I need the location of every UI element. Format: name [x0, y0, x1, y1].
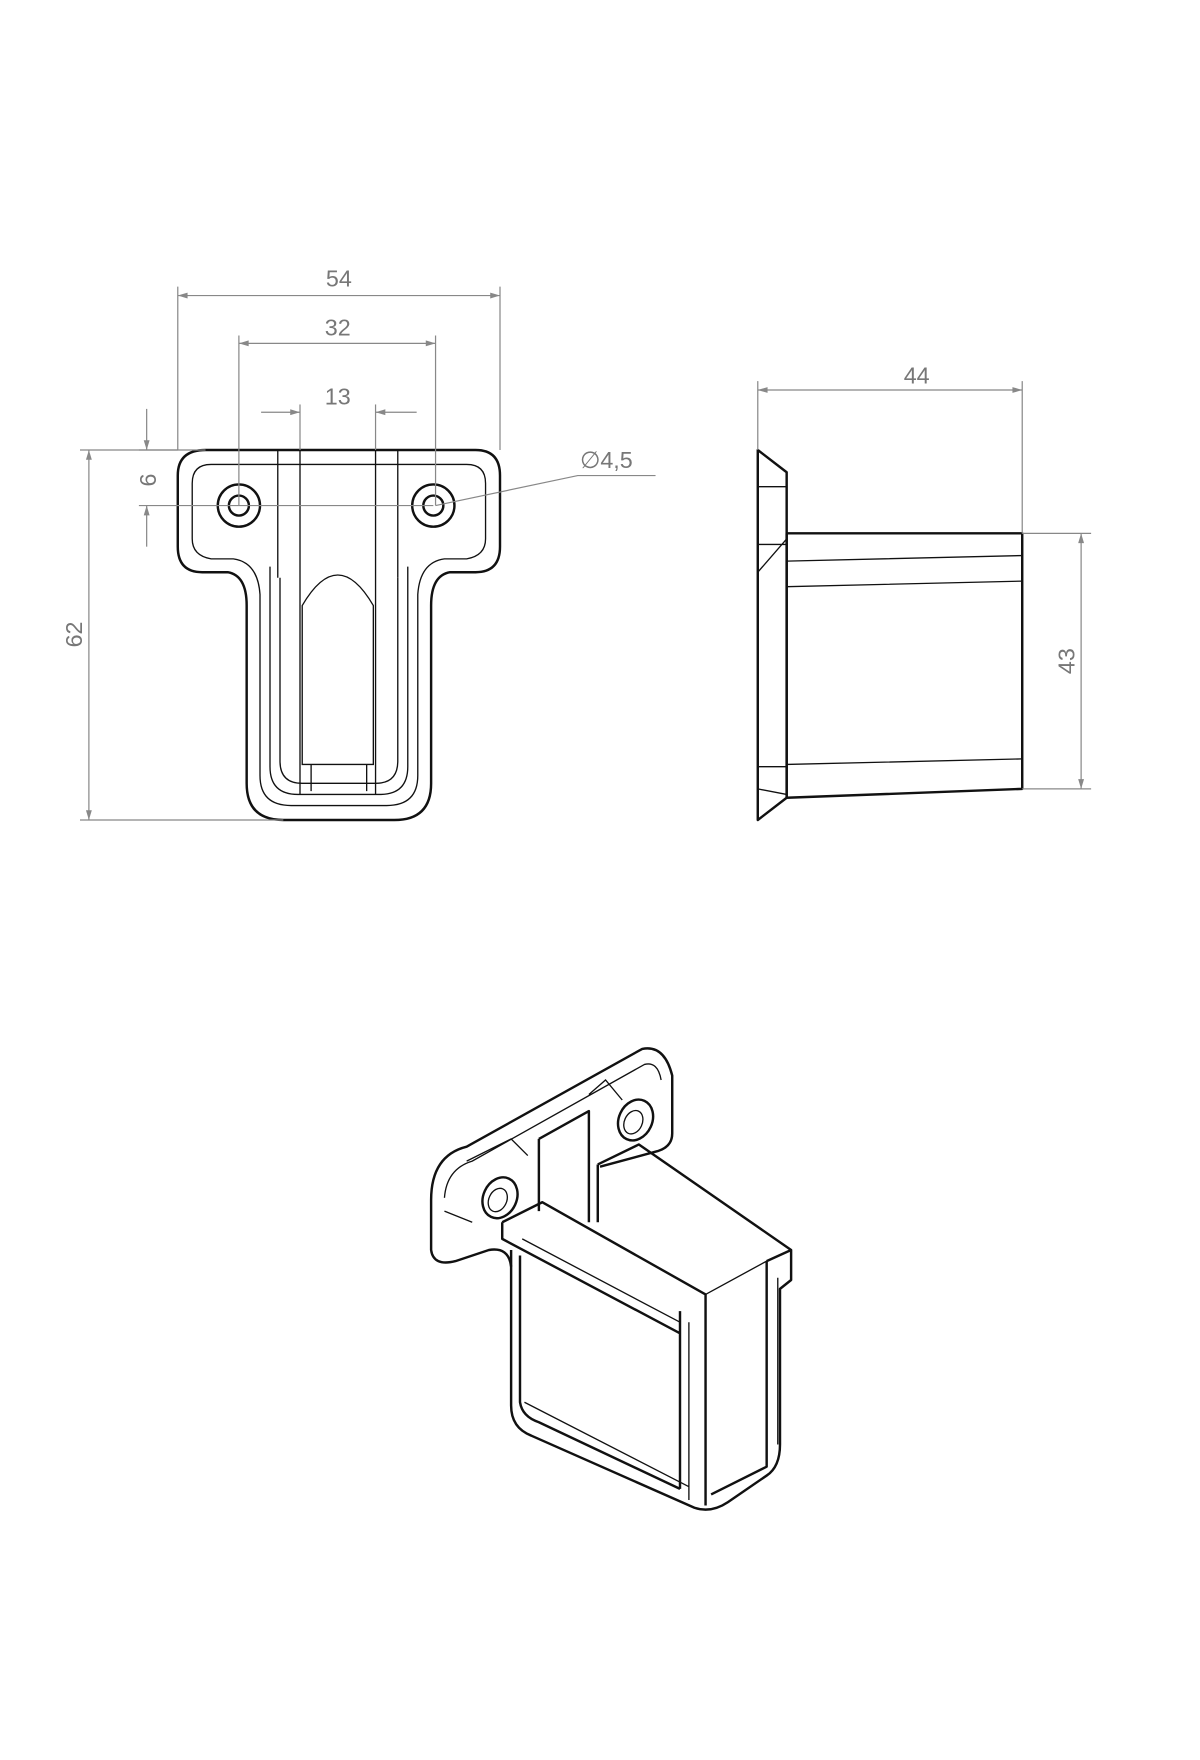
iso-right-hole-icon: [616, 1098, 655, 1142]
iso-slot-wall: [537, 1109, 599, 1223]
side-body: [785, 532, 1024, 799]
isometric-view: [429, 1047, 793, 1511]
dim-hole-offset: 9: [135, 474, 161, 487]
dim-hole-spacing: 32: [325, 315, 351, 341]
front-view: 54 32 13 9 62 ∅4,5: [61, 266, 656, 822]
front-slot: [277, 450, 399, 795]
iso-flange: [429, 1047, 674, 1267]
dim-overall-height: 62: [61, 621, 87, 647]
diameter-leader: [435, 474, 656, 507]
dim-hole-diameter: ∅4,5: [580, 447, 633, 473]
front-outline: [176, 448, 502, 822]
side-view: 44 43: [756, 362, 1092, 822]
dim-overall-width: 54: [326, 266, 352, 292]
dim-depth: 44: [904, 362, 930, 388]
front-channel: [269, 566, 409, 796]
side-flange: [756, 448, 788, 822]
dim-slot-width: 13: [325, 383, 351, 409]
front-inner-outline: [191, 463, 487, 807]
iso-channel: [501, 1143, 793, 1511]
dim-channel-height: 43: [1053, 648, 1079, 674]
iso-left-hole-icon: [481, 1176, 519, 1220]
